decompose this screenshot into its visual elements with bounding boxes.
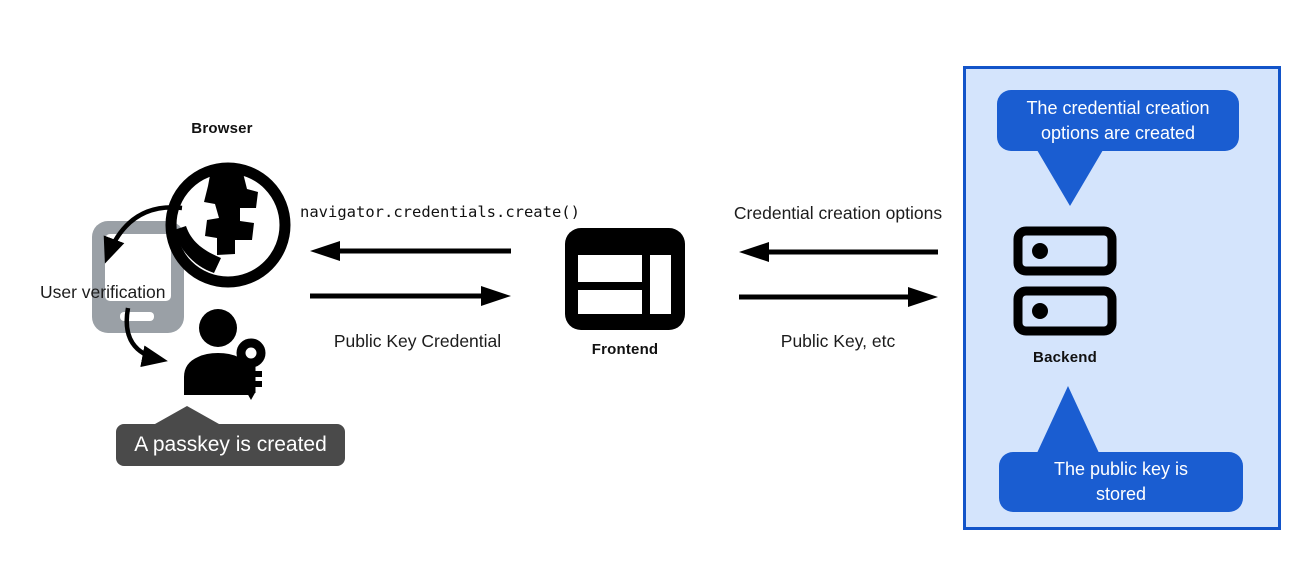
phone-to-person-arrow — [124, 307, 168, 368]
user-verification-label: User verification — [40, 282, 166, 302]
credential-options-callout: The credential creation options are crea… — [997, 90, 1239, 151]
credential-options-callout-tail — [1037, 150, 1103, 206]
globe-to-phone-arrow — [103, 205, 183, 264]
person-key-icon — [184, 309, 266, 400]
globe-icon — [165, 162, 291, 288]
backend-label: Backend — [1033, 349, 1097, 366]
user-verification-flow-arrows — [103, 205, 183, 368]
public-key-stored-callout: The public key is stored — [999, 452, 1243, 512]
create-call-label: navigator.credentials.create() — [300, 203, 580, 221]
server-icon — [1013, 226, 1117, 336]
frontend-label: Frontend — [591, 341, 659, 358]
public-key-etc-label: Public Key, etc — [780, 331, 896, 351]
public-key-credential-arrow — [310, 286, 511, 306]
public-key-stored-callout-tail — [1037, 386, 1099, 453]
create-call-arrow — [310, 241, 511, 261]
browser-window-icon — [565, 228, 685, 330]
browser-label: Browser — [191, 120, 253, 137]
public-key-etc-arrow — [739, 287, 938, 307]
public-key-credential-label: Public Key Credential — [333, 331, 502, 351]
credential-creation-options-label: Credential creation options — [733, 203, 943, 223]
passkey-callout-tail — [155, 406, 219, 424]
passkey-callout: A passkey is created — [116, 424, 345, 466]
credential-creation-options-arrow — [739, 242, 938, 262]
